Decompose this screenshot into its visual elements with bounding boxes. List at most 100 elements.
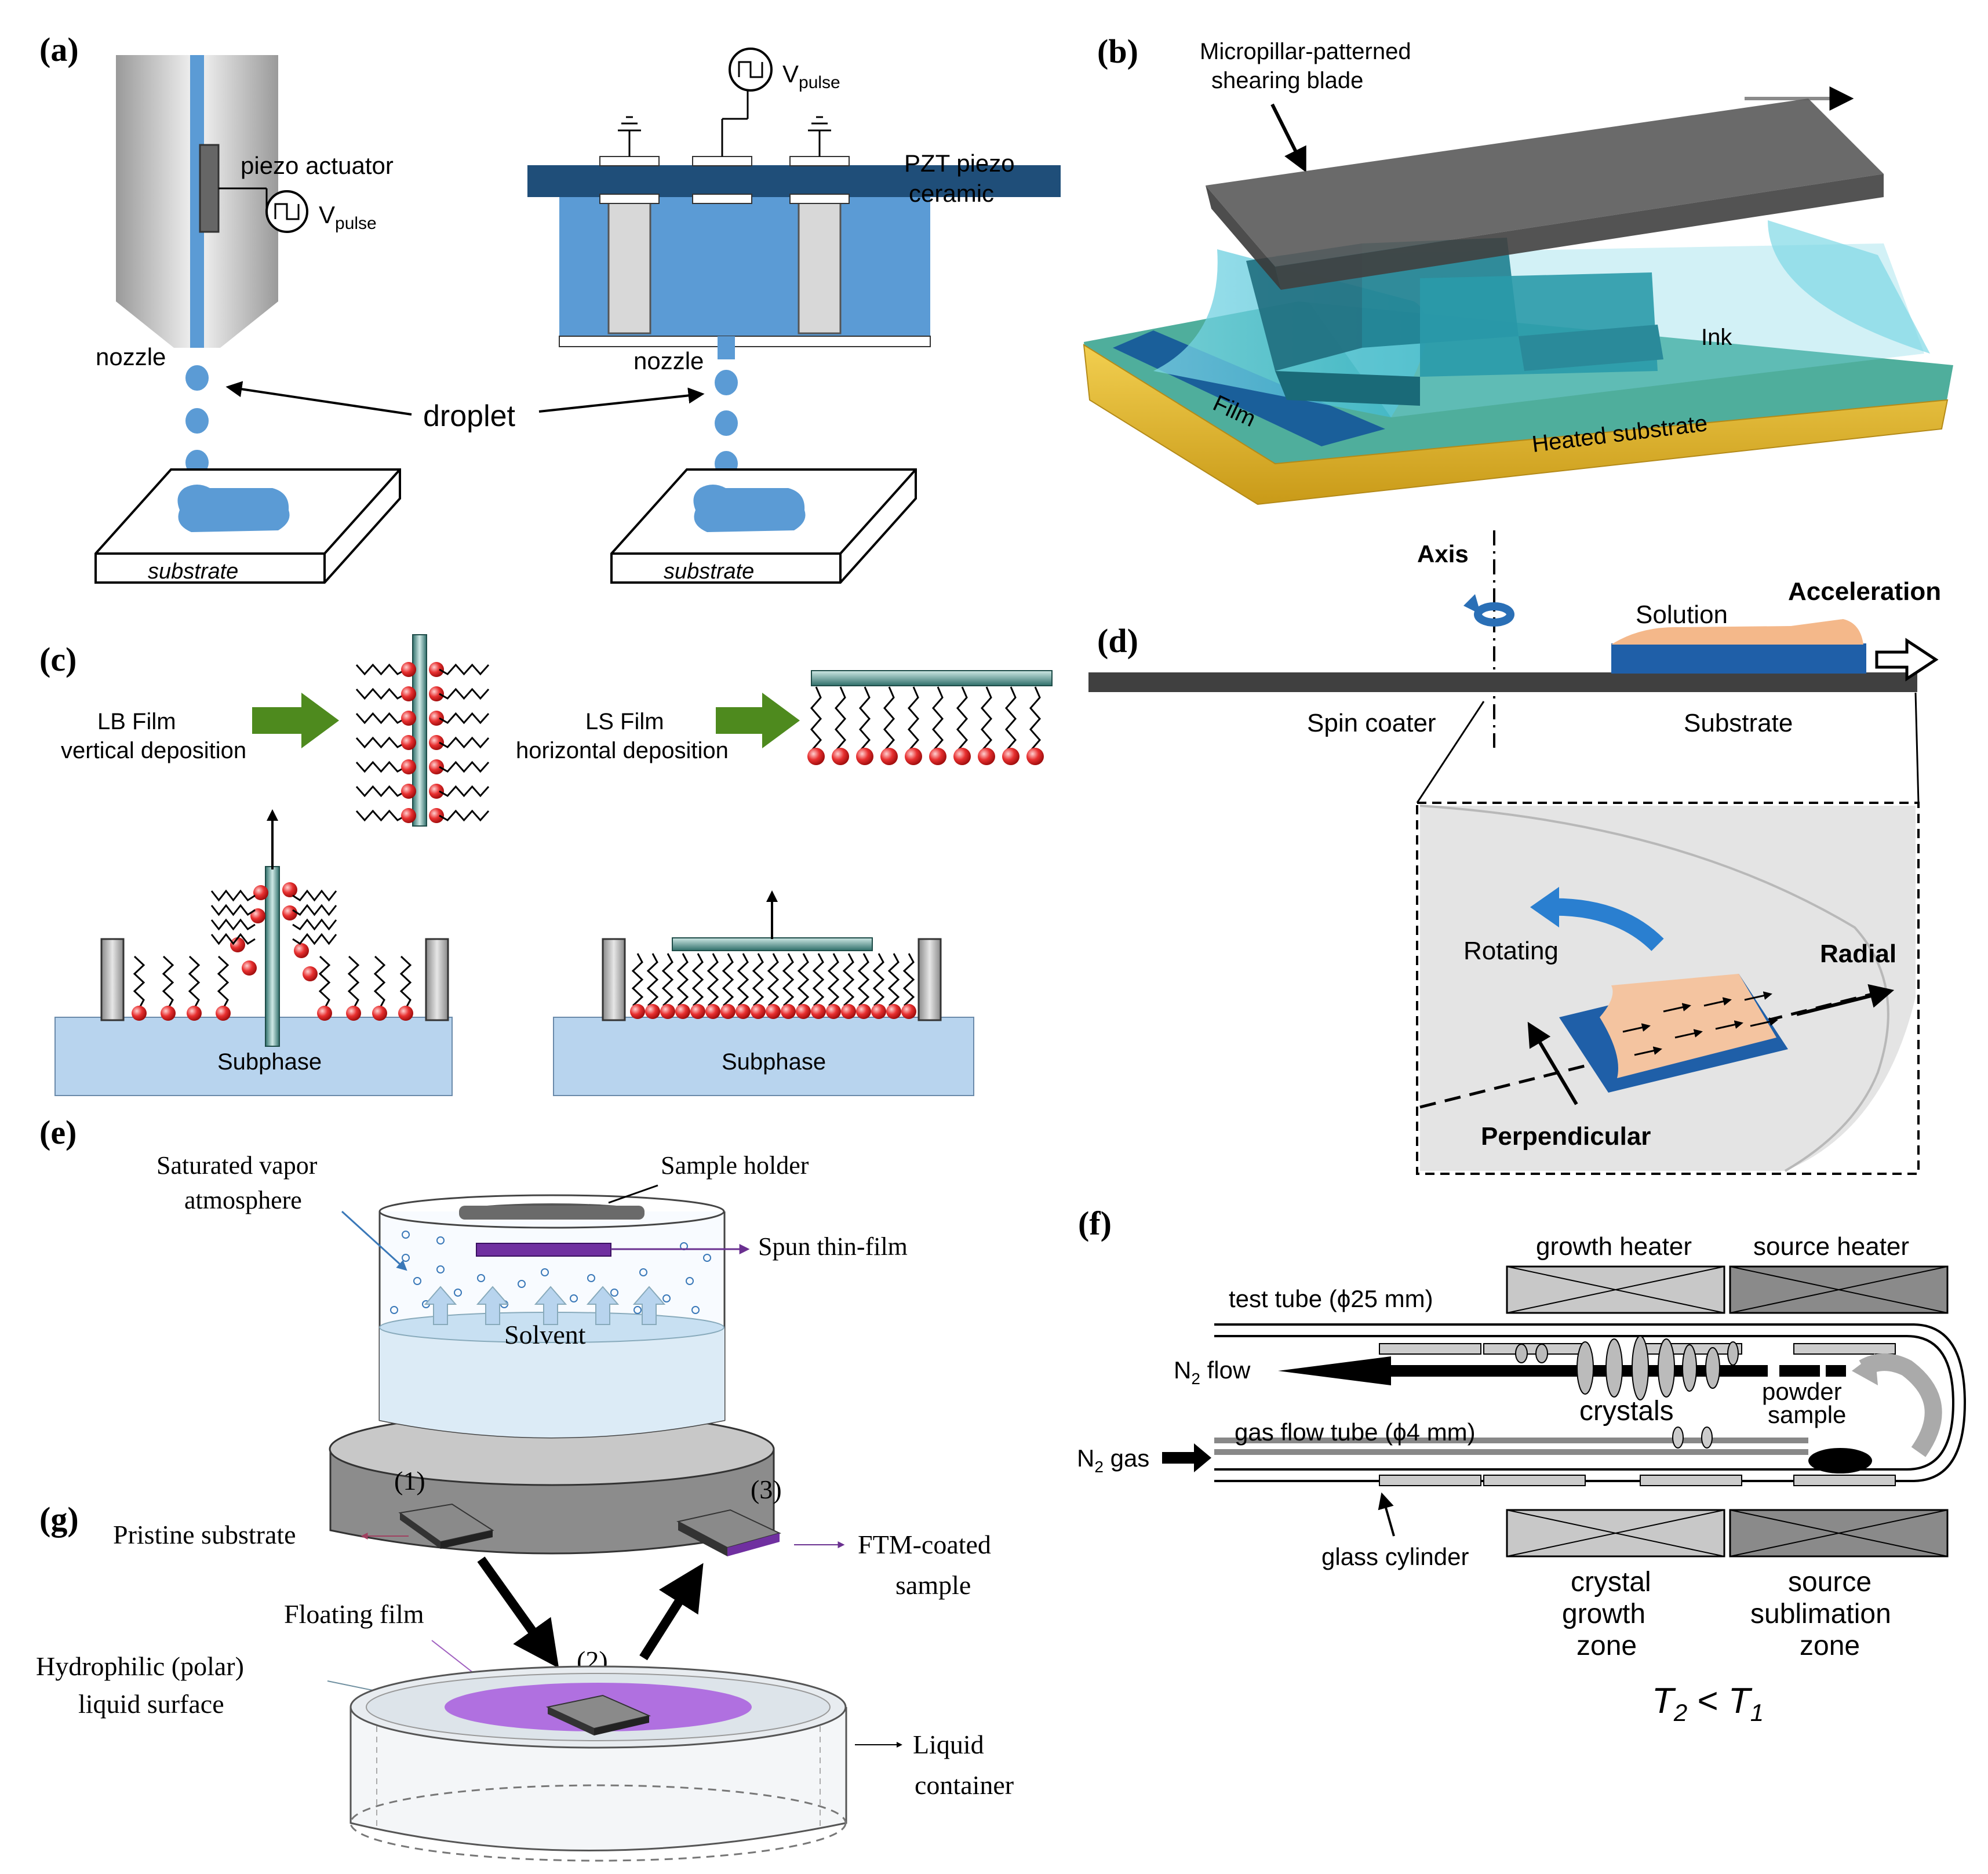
- nozzle-label-left: nozzle: [96, 343, 166, 370]
- lipid-head: [429, 808, 444, 823]
- lipid-tail: [355, 760, 406, 773]
- powder-label-line1: powder: [1762, 1378, 1842, 1405]
- ls-trough: [553, 890, 974, 1096]
- substrate-label-left: substrate: [148, 559, 238, 584]
- vapor-chamber: [329, 1194, 775, 1555]
- lipid-head: [905, 748, 922, 765]
- rotating-label: Rotating: [1463, 937, 1559, 965]
- lipid-head: [929, 748, 946, 765]
- lift-arrow: [639, 1563, 704, 1661]
- lipid-head: [1002, 748, 1020, 765]
- source-zone-line3: zone: [1800, 1631, 1860, 1661]
- glass-segment: [1483, 1343, 1586, 1355]
- crystal: [1705, 1347, 1720, 1389]
- ls-label-line2: horizontal deposition: [516, 738, 729, 763]
- lipid-head: [736, 1004, 751, 1019]
- panel-g: (g) (1) (3) (2) Pristine substrate FTM-c…: [36, 1466, 1014, 1862]
- nozzle-label-right: nozzle: [633, 347, 704, 374]
- n2-flow-label: N2 flow: [1174, 1356, 1251, 1388]
- lipid-head: [401, 662, 416, 677]
- perpendicular-label: Perpendicular: [1481, 1122, 1651, 1151]
- acceleration-arrow: [1875, 638, 1939, 682]
- panel-e: (e) Saturated vapor atmosphere Sample ho…: [39, 1114, 908, 1555]
- lipid-tail: [707, 953, 719, 1007]
- ls-film-stack: [807, 670, 1053, 765]
- lipid-tail: [661, 953, 674, 1007]
- lipid-head: [751, 1004, 766, 1019]
- lipid-head: [317, 1006, 332, 1021]
- radial-label: Radial: [1820, 940, 1896, 968]
- glass-segment: [1483, 1475, 1586, 1486]
- lipid-head: [282, 882, 297, 897]
- lipid-head: [901, 1004, 916, 1019]
- ftm-label-line1: FTM-coated: [858, 1530, 991, 1559]
- lipid-tail: [883, 686, 895, 751]
- lipid-tail: [1029, 686, 1041, 751]
- lipid-head: [401, 759, 416, 774]
- lipid-tail: [355, 785, 406, 798]
- lipid-head: [230, 937, 245, 952]
- spun-thin-film: [476, 1243, 611, 1257]
- crystal-zone-line2: growth: [1562, 1599, 1645, 1629]
- vapor-bubble: [610, 1289, 618, 1297]
- crystal: [1515, 1344, 1528, 1363]
- lipid-head: [401, 808, 416, 823]
- lipid-tail: [439, 785, 490, 798]
- vapor-bubble: [570, 1294, 578, 1302]
- vapor-rise-arrow: [534, 1286, 567, 1325]
- lipid-head: [429, 784, 444, 799]
- lipid-tail: [318, 955, 331, 1009]
- crystal: [1658, 1338, 1675, 1398]
- vapor-bubble: [518, 1280, 526, 1288]
- lipid-tail: [782, 953, 795, 1007]
- lipid-head: [429, 735, 444, 750]
- lipid-head: [398, 1006, 413, 1021]
- lipid-head: [826, 1004, 841, 1019]
- lipid-head: [401, 711, 416, 726]
- hydro-label-line2: liquid surface: [78, 1689, 224, 1719]
- vapor-bubble: [639, 1268, 647, 1276]
- lipid-tail: [292, 918, 337, 931]
- panel-f-label: (f): [1078, 1205, 1112, 1242]
- panel-a-label: (a): [39, 31, 79, 68]
- lipid-head: [832, 748, 849, 765]
- lipid-tail: [1005, 686, 1017, 751]
- floating-film-label: Floating film: [284, 1599, 424, 1629]
- vapor-rise-arrow: [476, 1286, 509, 1325]
- glass-segment: [1379, 1343, 1481, 1355]
- hydro-label-line1: Hydrophilic (polar): [36, 1651, 244, 1681]
- solution-label: Solution: [1636, 601, 1728, 629]
- piezo-actuator-block: [199, 144, 220, 233]
- pristine-substrate: [398, 1503, 494, 1549]
- vapor-rise-arrow: [424, 1286, 457, 1325]
- flow-arrow: [1744, 991, 1772, 1001]
- lipid-head: [294, 943, 309, 958]
- vapor-bubble: [477, 1274, 485, 1282]
- vapor-label-line1: Saturated vapor: [156, 1151, 318, 1180]
- zoom-line-right: [1914, 692, 1920, 803]
- lipid-tail: [956, 686, 968, 751]
- substrate-left: [94, 468, 401, 584]
- vpulse-label-right: Vpulse: [782, 60, 840, 92]
- dip-arrow: [477, 1556, 559, 1669]
- flow-arrow: [1663, 1003, 1691, 1013]
- pzt-printhead: [527, 48, 1061, 359]
- lipid-head: [781, 1004, 796, 1019]
- lipid-tail: [133, 955, 145, 1009]
- lipid-head: [811, 1004, 826, 1019]
- substrate-block: [1611, 643, 1866, 674]
- crystal: [1535, 1344, 1548, 1363]
- lipid-tail: [981, 686, 992, 751]
- lipid-tail: [217, 955, 230, 1009]
- lipid-tail: [827, 953, 840, 1007]
- lipid-tail: [631, 953, 644, 1007]
- lipid-head: [429, 662, 444, 677]
- lb-label-line2: vertical deposition: [61, 738, 246, 763]
- lipid-head: [132, 1006, 147, 1021]
- lipid-tail: [355, 712, 406, 725]
- piezo-printhead: [116, 55, 308, 348]
- heaters: [1506, 1265, 1949, 1558]
- vapor-label-line2: atmosphere: [184, 1186, 302, 1214]
- radial-arrow: [1796, 984, 1895, 1016]
